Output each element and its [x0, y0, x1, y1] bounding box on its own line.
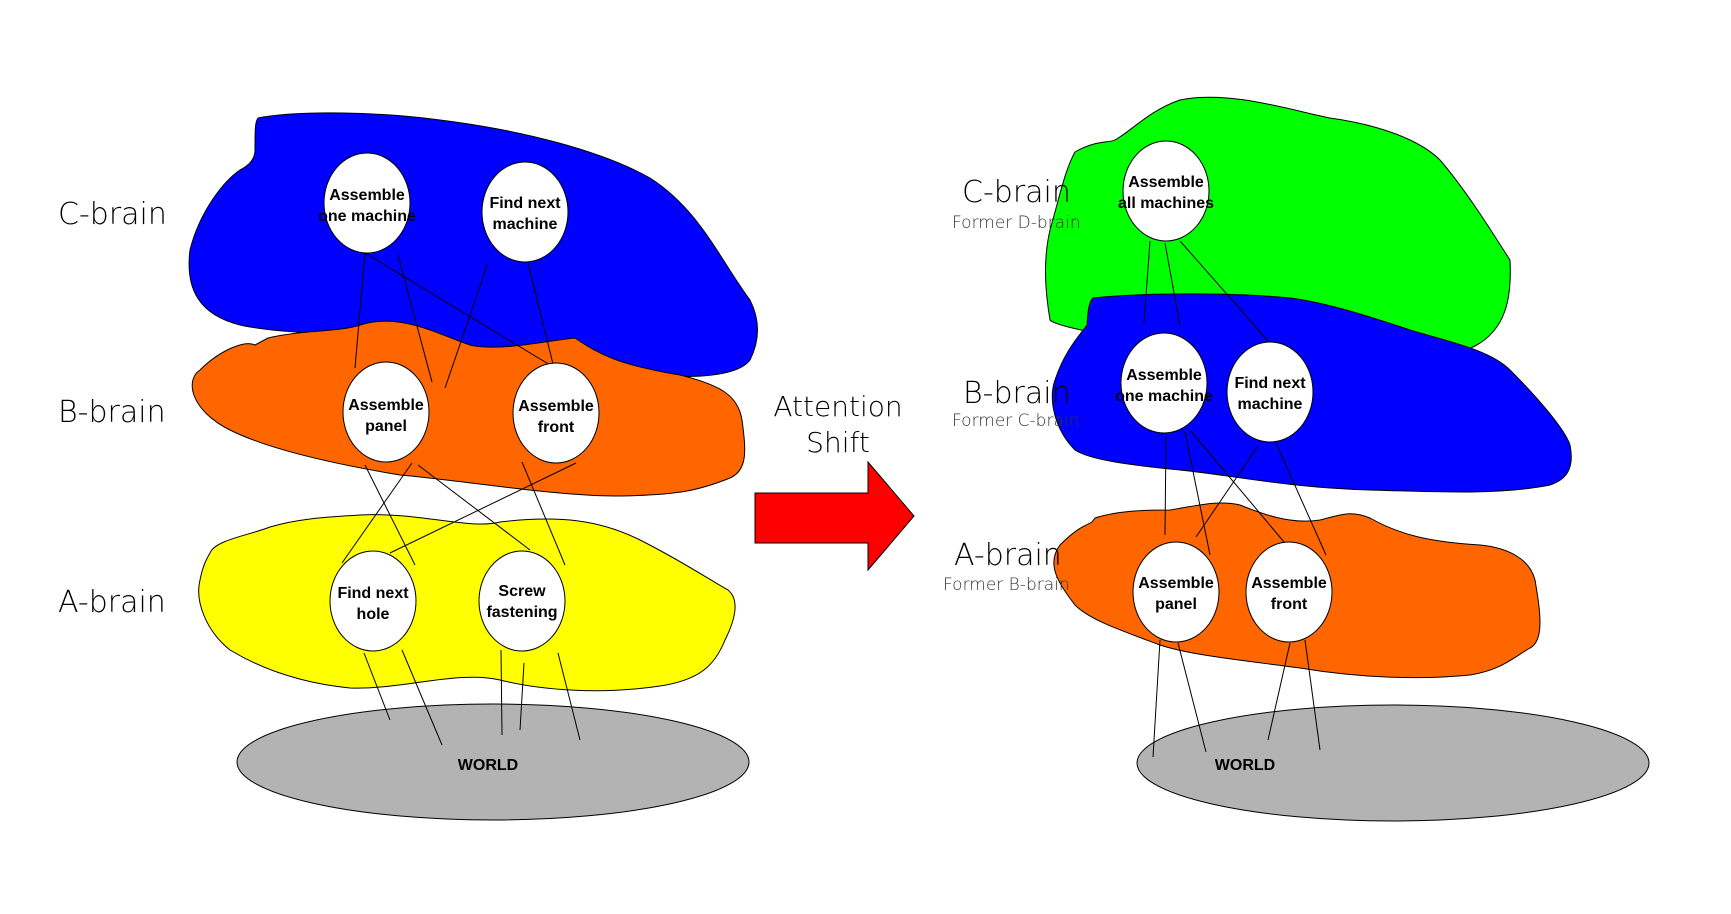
link: [1152, 639, 1161, 758]
link: [1304, 639, 1321, 751]
right-node-assemble-front: Assemble front: [1245, 541, 1333, 643]
link: [1143, 240, 1151, 324]
link: [519, 662, 525, 731]
right-level-label-a: A-brain: [954, 538, 1062, 573]
left-a-brain-region: [198, 514, 736, 692]
left-node-assemble-one-machine: Assemble one machine: [318, 152, 416, 254]
svg-text:panel: panel: [1155, 596, 1197, 613]
right-node-find-next-machine: Find next machine: [1226, 341, 1314, 443]
right-node-assemble-one-machine: Assemble one machine: [1115, 332, 1213, 434]
left-b-brain-region: [191, 320, 746, 497]
svg-text:fastening: fastening: [486, 604, 557, 621]
link: [557, 652, 581, 741]
right-stack: C-brain Former D-brain B-brain Former C-…: [943, 96, 1650, 822]
link: [1189, 429, 1285, 543]
link: [1195, 445, 1259, 538]
attention-shift-label-line1: Attention: [773, 390, 902, 423]
right-world-region: [1136, 704, 1650, 822]
svg-text:one machine: one machine: [1115, 388, 1213, 405]
link: [401, 649, 443, 746]
link: [521, 461, 566, 566]
attention-shift-label-line2: Shift: [806, 426, 870, 459]
svg-text:Assemble: Assemble: [329, 187, 405, 204]
svg-text:Assemble: Assemble: [518, 398, 594, 415]
svg-text:Find next: Find next: [1234, 375, 1306, 392]
left-node-assemble-panel: Assemble panel: [342, 361, 430, 463]
right-level-former-c: Former D-brain: [952, 213, 1081, 233]
svg-text:Assemble: Assemble: [1128, 174, 1204, 191]
svg-text:machine: machine: [1238, 396, 1303, 413]
svg-text:Assemble: Assemble: [1138, 575, 1214, 592]
link: [527, 262, 556, 373]
link: [359, 249, 556, 369]
left-world-region: [236, 703, 750, 821]
link: [389, 462, 577, 554]
svg-text:one machine: one machine: [318, 208, 416, 225]
right-node-assemble-all-machines: Assemble all machines: [1118, 140, 1214, 242]
left-world-label: WORLD: [458, 757, 518, 774]
link: [354, 252, 366, 369]
right-level-former-a: Former B-brain: [943, 575, 1070, 595]
link: [1275, 442, 1327, 556]
left-level-label-b: B-brain: [58, 395, 166, 430]
link: [1177, 642, 1207, 753]
svg-text:Find next: Find next: [489, 195, 561, 212]
left-node-screw-fastening: Screw fastening: [478, 550, 566, 652]
svg-text:Find next: Find next: [337, 585, 409, 602]
link: [341, 462, 413, 564]
svg-text:panel: panel: [365, 418, 407, 435]
attention-shift: Attention Shift: [754, 390, 915, 572]
right-arrow-icon: [754, 460, 915, 572]
right-level-former-b: Former C-brain: [952, 411, 1079, 431]
svg-text:Assemble: Assemble: [1126, 367, 1202, 384]
svg-text:Screw: Screw: [498, 583, 546, 600]
left-node-assemble-front: Assemble front: [512, 362, 600, 464]
svg-text:Assemble: Assemble: [348, 397, 424, 414]
link: [500, 649, 503, 736]
svg-text:hole: hole: [357, 606, 390, 623]
right-level-label-b: B-brain: [963, 376, 1071, 411]
left-node-find-next-machine: Find next machine: [481, 161, 569, 263]
svg-text:front: front: [1271, 596, 1308, 613]
right-node-assemble-panel: Assemble panel: [1132, 541, 1220, 643]
link: [1179, 240, 1271, 344]
svg-text:Assemble: Assemble: [1251, 575, 1327, 592]
link: [444, 262, 489, 389]
left-stack: C-brain B-brain A-brain Assemble one mac…: [58, 112, 758, 821]
svg-text:all machines: all machines: [1118, 195, 1214, 212]
left-level-label-a: A-brain: [58, 585, 166, 620]
right-links: [1143, 240, 1327, 758]
link: [417, 464, 531, 551]
link: [1184, 431, 1211, 556]
left-links: [341, 249, 581, 746]
left-node-find-next-hole: Find next hole: [329, 550, 417, 652]
link: [1267, 642, 1291, 741]
link: [364, 464, 416, 566]
link: [1164, 435, 1167, 536]
left-level-label-c: C-brain: [58, 197, 167, 232]
svg-text:machine: machine: [493, 216, 558, 233]
link: [1164, 242, 1181, 327]
right-world-label: WORLD: [1215, 757, 1275, 774]
right-level-label-c: C-brain: [962, 175, 1071, 210]
svg-text:front: front: [538, 419, 575, 436]
link: [363, 652, 391, 721]
